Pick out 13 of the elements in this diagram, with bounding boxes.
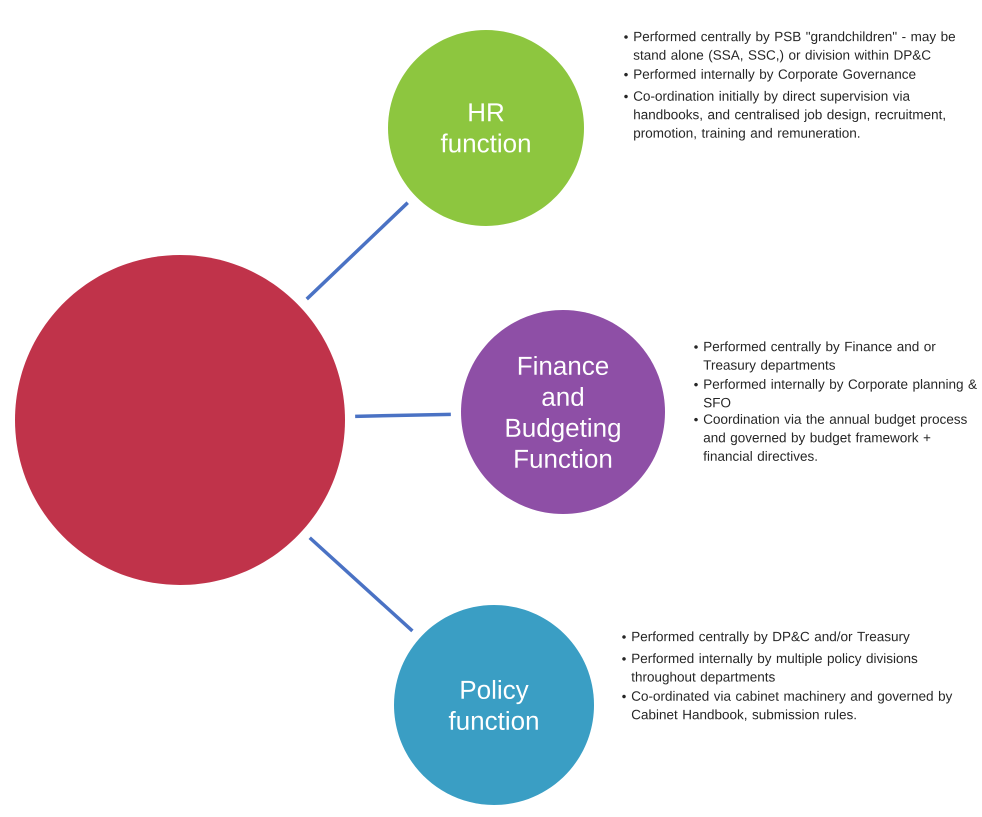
bullet-text: Performed internally by Corporate planning & SFO [704, 379, 977, 408]
circle [15, 255, 345, 585]
connector-line [308, 536, 414, 632]
bullet-text: Performed internally by Corporate Governance [634, 69, 916, 82]
bullet-text: Performed centrally by Finance and or Treasury departments [704, 341, 936, 372]
connector-line [355, 412, 451, 418]
bullet-text: Co-ordinated via cabinet machinery and governed by Cabinet Handbook, submission rules. [632, 690, 952, 721]
bullet-text: Performed centrally by PSB "grandchildren" - may be stand alone (SSA, SSC,) or division within DP&C [634, 31, 956, 62]
bullet-text: Co-ordination initially by direct supervision via handbooks, and centralised job design, recruitment, promotion, training and remuneration. [634, 90, 945, 140]
bullet-text: Performed internally by multiple policy divisions throughout departments [631, 653, 918, 684]
bullet-text: Coordination via the annual budget process and governed by budget framework + financial directives. [703, 414, 967, 461]
connector-line [306, 201, 409, 300]
bullet-text: Performed centrally by DP&C and/or Treasury [632, 631, 910, 644]
